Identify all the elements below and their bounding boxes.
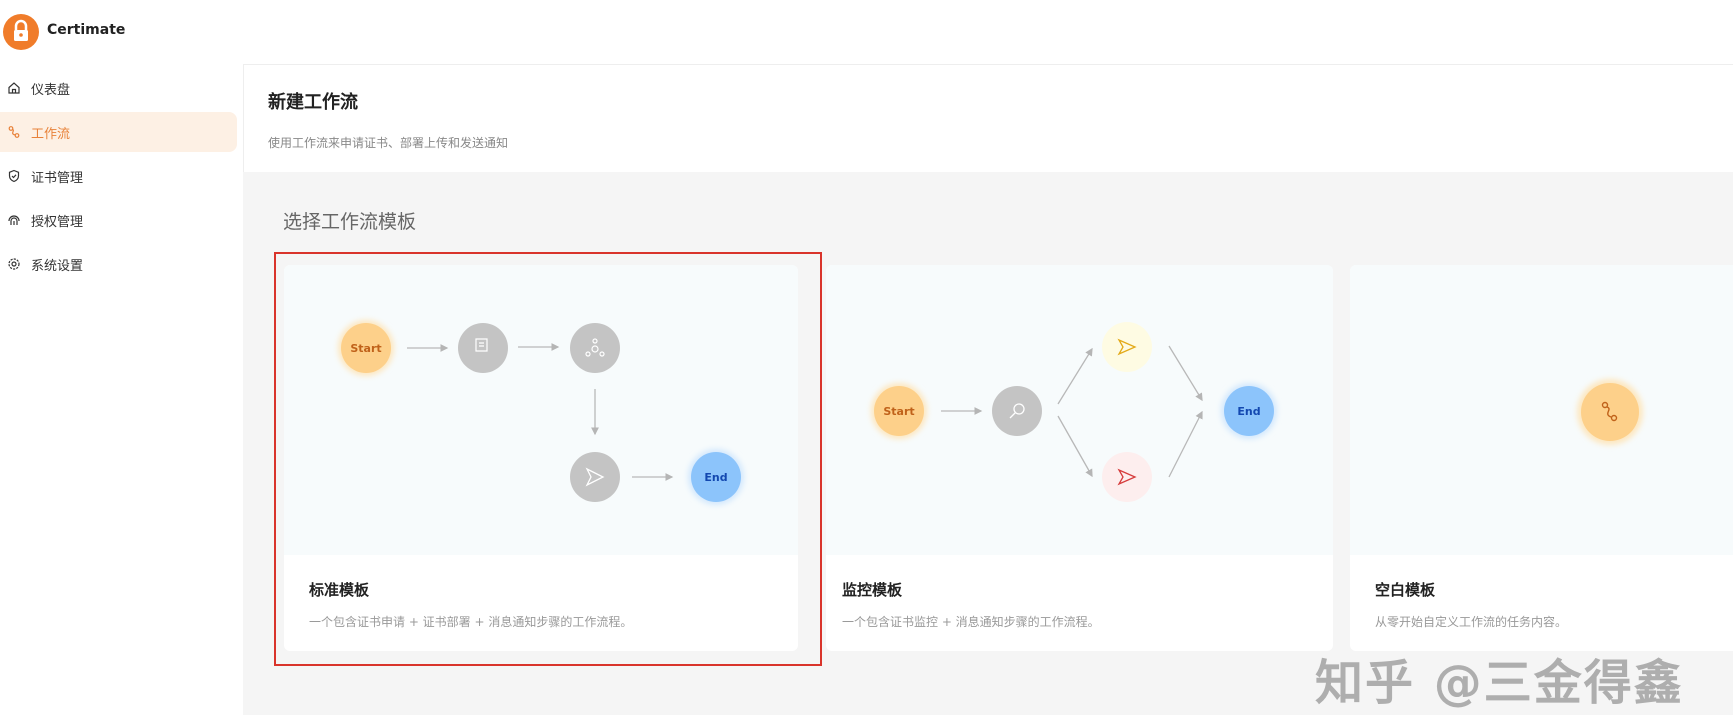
- arrows: [407, 343, 1203, 481]
- section-title: 选择工作流模板: [283, 211, 417, 233]
- send-icon: [1117, 468, 1137, 486]
- template-illustration: [1350, 265, 1733, 555]
- gear-icon: [8, 258, 20, 270]
- page-header: [243, 64, 1733, 172]
- start-node: Start: [338, 320, 394, 376]
- sidebar-item-label: 工作流: [31, 126, 71, 142]
- end-node: End: [1221, 383, 1277, 439]
- watermark: 知乎 @三金得鑫: [1315, 655, 1684, 711]
- apply-certificate-node: [458, 323, 508, 373]
- template-description: 一个包含证书申请 + 证书部署 + 消息通知步骤的工作流程。: [309, 615, 633, 629]
- sidebar-item-workflow[interactable]: 工作流: [0, 112, 237, 152]
- start-node: Start: [871, 383, 927, 439]
- fingerprint-icon: [8, 215, 20, 225]
- notify-node: [1102, 322, 1152, 372]
- sidebar-item-label: 证书管理: [31, 170, 84, 186]
- sidebar-item-certificates[interactable]: 证书管理: [0, 156, 237, 196]
- blank-node: [1577, 379, 1643, 445]
- sidebar-item-dashboard[interactable]: 仪表盘: [0, 68, 237, 108]
- notify-node: [1102, 452, 1152, 502]
- monitor-node: [992, 386, 1042, 436]
- template-card-blank[interactable]: 空白模板 从零开始自定义工作流的任务内容。: [1350, 265, 1733, 651]
- workflow-icon: [1601, 401, 1618, 422]
- sidebar-item-label: 系统设置: [31, 258, 84, 274]
- certimate-logo: [3, 14, 39, 50]
- selected-highlight: [274, 252, 822, 666]
- end-label: End: [704, 471, 727, 484]
- app-name: Certimate: [47, 22, 126, 38]
- template-description: 从零开始自定义工作流的任务内容。: [1375, 615, 1568, 629]
- deploy-node: [570, 323, 620, 373]
- arrow: [1168, 410, 1203, 478]
- template-title: 空白模板: [1375, 581, 1436, 599]
- start-label: Start: [883, 405, 914, 418]
- workflow-icon: [8, 126, 20, 138]
- certificate-icon: [475, 338, 488, 352]
- send-icon: [1117, 338, 1137, 356]
- template-description: 一个包含证书监控 + 消息通知步骤的工作流程。: [842, 615, 1100, 629]
- notify-node: [570, 452, 620, 502]
- sidebar-item-access[interactable]: 授权管理: [0, 200, 237, 240]
- search-icon: [1009, 403, 1025, 419]
- template-title: 监控模板: [842, 581, 903, 599]
- end-label: End: [1237, 405, 1260, 418]
- page-subtitle: 使用工作流来申请证书、部署上传和发送通知: [268, 136, 509, 150]
- template-illustration: [284, 265, 798, 555]
- sidebar-item-label: 授权管理: [31, 214, 84, 230]
- page-title: 新建工作流: [268, 92, 358, 113]
- template-title: 标准模板: [309, 581, 370, 599]
- arrow: [1057, 347, 1093, 405]
- arrow: [1057, 415, 1093, 478]
- home-icon: [8, 82, 20, 94]
- shield-check-icon: [8, 169, 20, 183]
- start-label: Start: [350, 342, 381, 355]
- arrow: [1168, 345, 1203, 402]
- deploy-icon: [585, 338, 605, 357]
- sidebar-item-label: 仪表盘: [31, 82, 71, 98]
- sidebar-item-settings[interactable]: 系统设置: [0, 244, 237, 284]
- end-node: End: [688, 449, 744, 505]
- send-icon: [585, 467, 605, 487]
